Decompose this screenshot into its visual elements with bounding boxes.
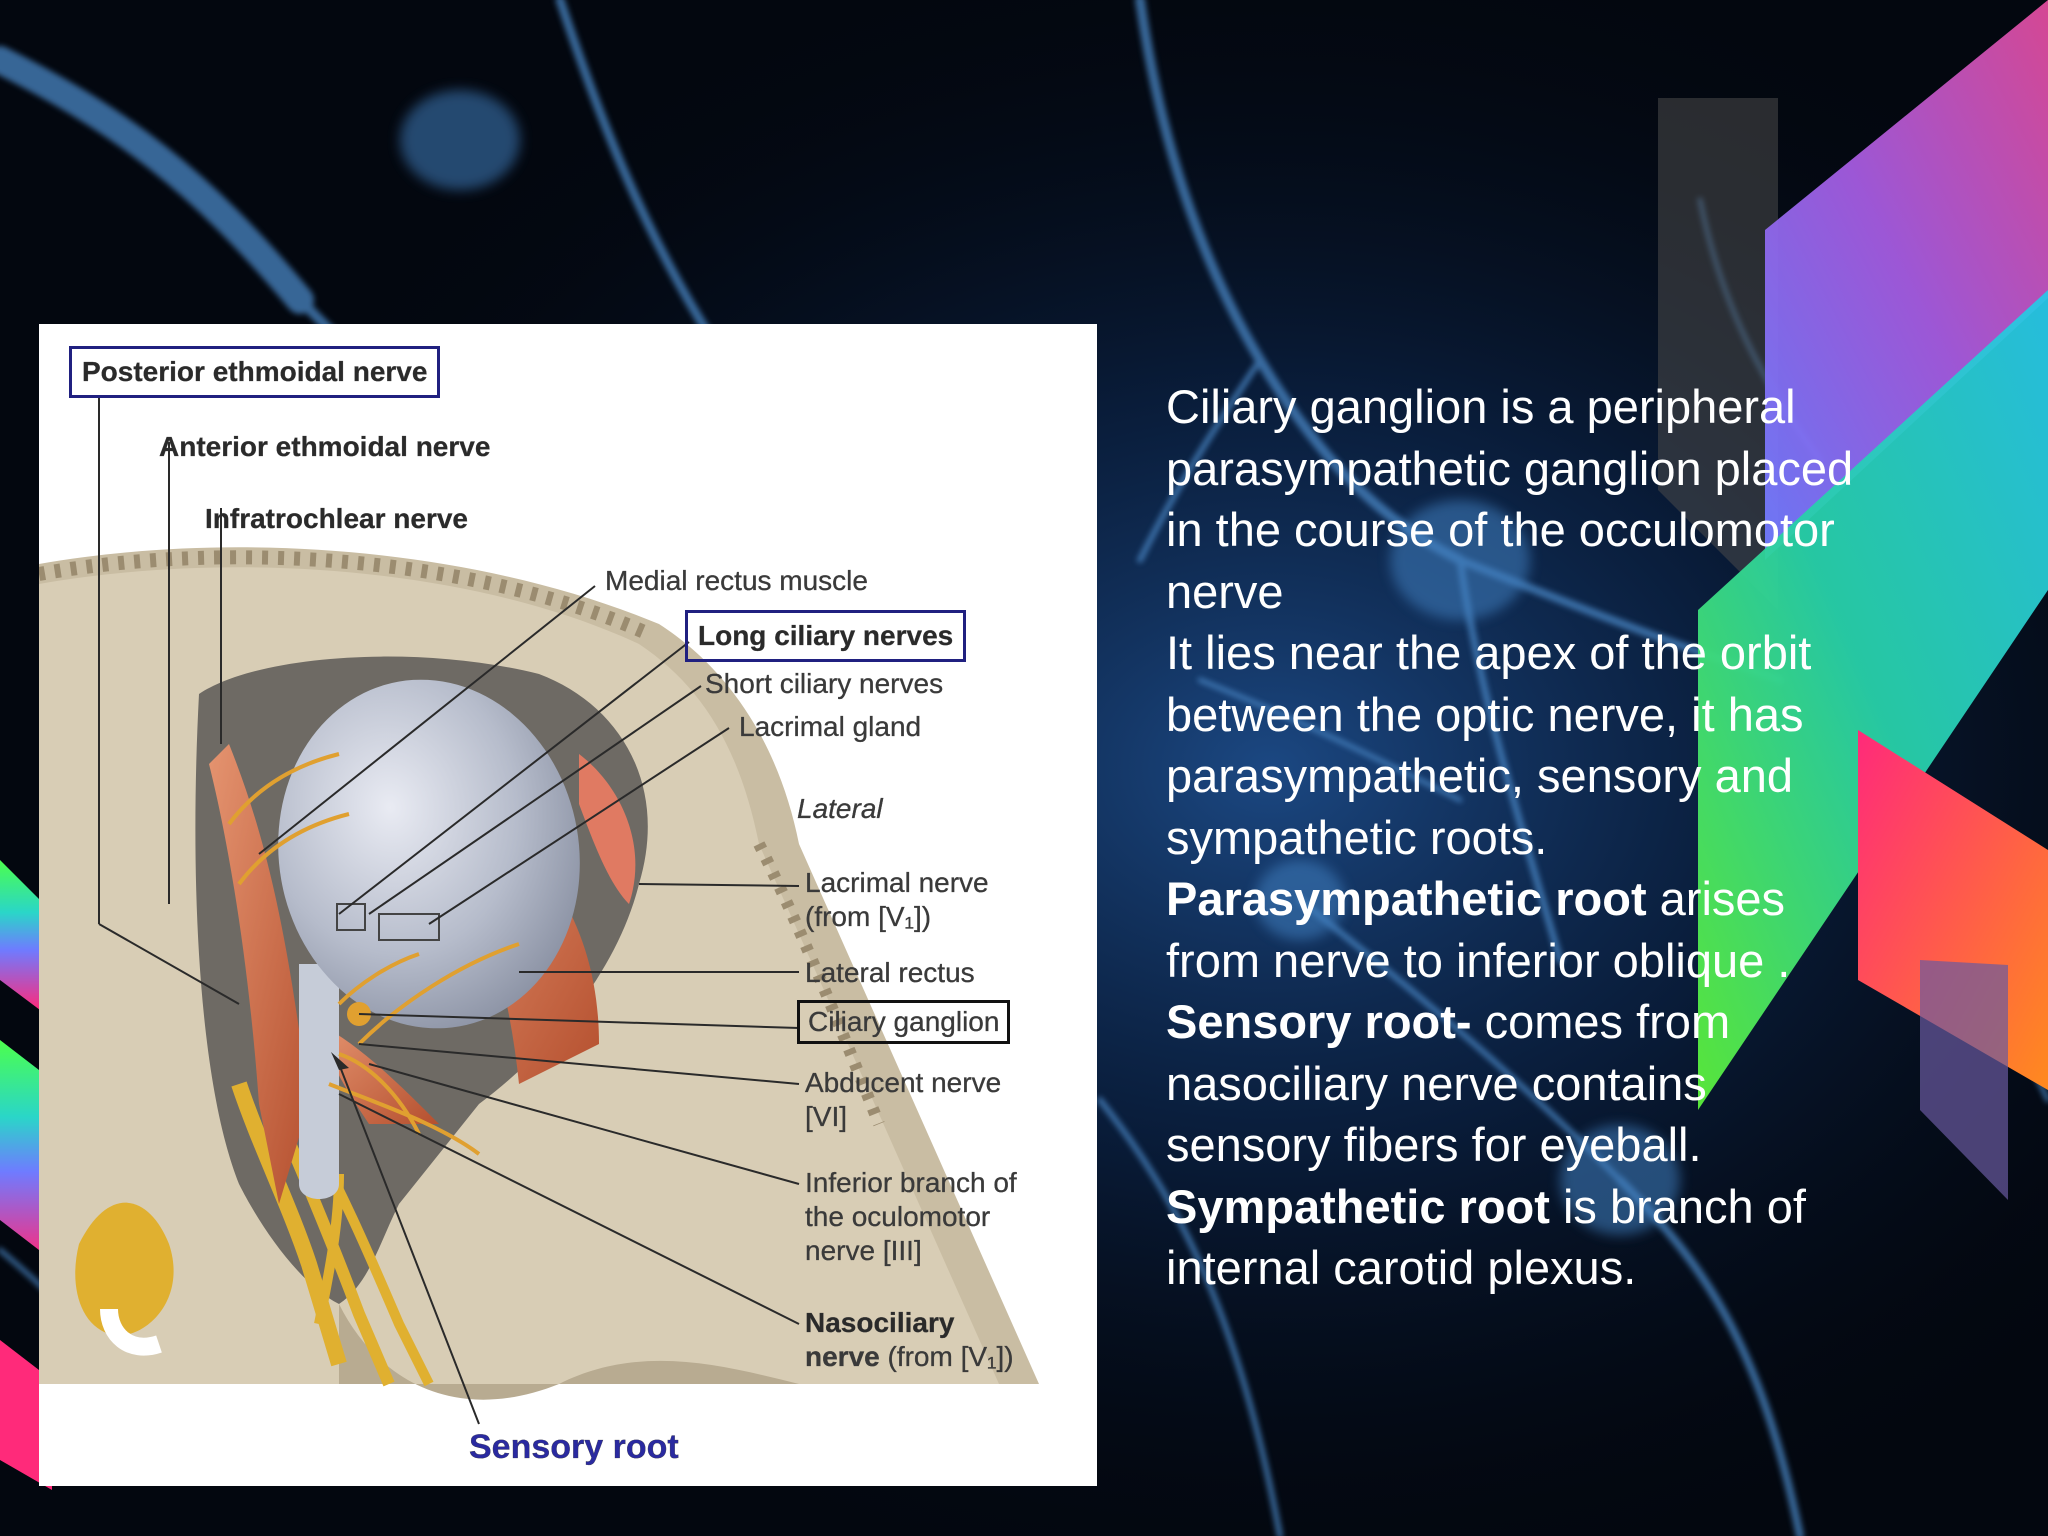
term-parasympathetic-root: Parasympathetic root	[1166, 872, 1647, 925]
text-line: internal carotid plexus.	[1166, 1241, 1637, 1294]
text-line-sensory-root: Sensory root- comes from	[1166, 991, 2026, 1053]
text-line: parasympathetic, sensory and	[1166, 749, 1793, 802]
label-long-ciliary-nerves: Long ciliary nerves	[685, 610, 967, 662]
text-line: nasociliary nerve contains	[1166, 1056, 1707, 1110]
label-inferior-branch: Inferior branch of	[805, 1167, 1017, 1198]
label-sensory-root: Sensory root	[469, 1428, 679, 1466]
label-lacrimal-nerve-origin: (from [V₁])	[805, 901, 932, 932]
text-line-parasympathetic-root: Parasympathetic root arises	[1166, 868, 2026, 930]
term-sympathetic-root: Sympathetic root	[1166, 1179, 1550, 1233]
label-infratrochlear-nerve: Infratrochlear nerve	[205, 503, 468, 534]
label-anterior-ethmoidal-nerve: Anterior ethmoidal nerve	[159, 431, 491, 462]
label-short-ciliary-nerves: Short ciliary nerves	[705, 668, 944, 699]
text-line: sympathetic roots.	[1166, 810, 1548, 864]
text-line: Ciliary ganglion is a peripheral	[1166, 380, 1796, 433]
text-line-sympathetic-root: Sympathetic root is branch of	[1166, 1176, 2026, 1238]
orbit-illustration	[39, 396, 1039, 1425]
label-nasociliary: Nasociliary	[805, 1307, 955, 1338]
term-sensory-root: Sensory root-	[1166, 995, 1472, 1048]
text-fragment: is branch of	[1549, 1179, 1806, 1233]
label-nasociliary-nerve-word: nerve	[805, 1341, 880, 1372]
text-line: nerve	[1166, 564, 1284, 618]
label-lacrimal-nerve: Lacrimal nerve	[805, 867, 989, 898]
text-line: in the course of the occulomotor	[1166, 503, 1835, 556]
label-lateral: Lateral	[797, 793, 883, 824]
label-inferior-branch-oculomotor: the oculomotor	[805, 1201, 991, 1232]
label-lacrimal-gland: Lacrimal gland	[739, 711, 922, 742]
label-posterior-ethmoidal-nerve: Posterior ethmoidal nerve	[69, 346, 441, 398]
slide-body-text: Ciliary ganglion is a peripheral parasym…	[1166, 376, 2026, 1299]
text-line: sensory fibers for eyeball.	[1166, 1118, 1702, 1171]
text-line: from nerve to inferior oblique .	[1166, 933, 1791, 987]
text-line: parasympathetic ganglion placed	[1166, 441, 1854, 495]
ciliary-ganglion-figure: Posterior ethmoidal nerve Anterior ethmo…	[39, 324, 1097, 1486]
label-nasociliary-nerve: nerve (from [V₁])	[805, 1340, 1014, 1374]
label-ciliary-ganglion: Ciliary ganglion	[797, 1000, 1011, 1044]
label-nasociliary-origin: (from [V₁])	[887, 1341, 1014, 1372]
text-fragment: arises	[1646, 872, 1786, 925]
label-lateral-rectus: Lateral rectus	[805, 957, 975, 988]
text-line: between the optic nerve, it has	[1166, 687, 1804, 741]
label-medial-rectus-muscle: Medial rectus muscle	[605, 565, 868, 596]
text-line: It lies near the apex of the orbit	[1166, 626, 1812, 679]
label-inferior-branch-nerve: nerve [III]	[805, 1235, 922, 1266]
label-abducent-nerve: Abducent nerve	[805, 1067, 1002, 1098]
text-fragment: comes from	[1471, 995, 1731, 1048]
label-abducent-nerve-number: [VI]	[805, 1101, 848, 1132]
